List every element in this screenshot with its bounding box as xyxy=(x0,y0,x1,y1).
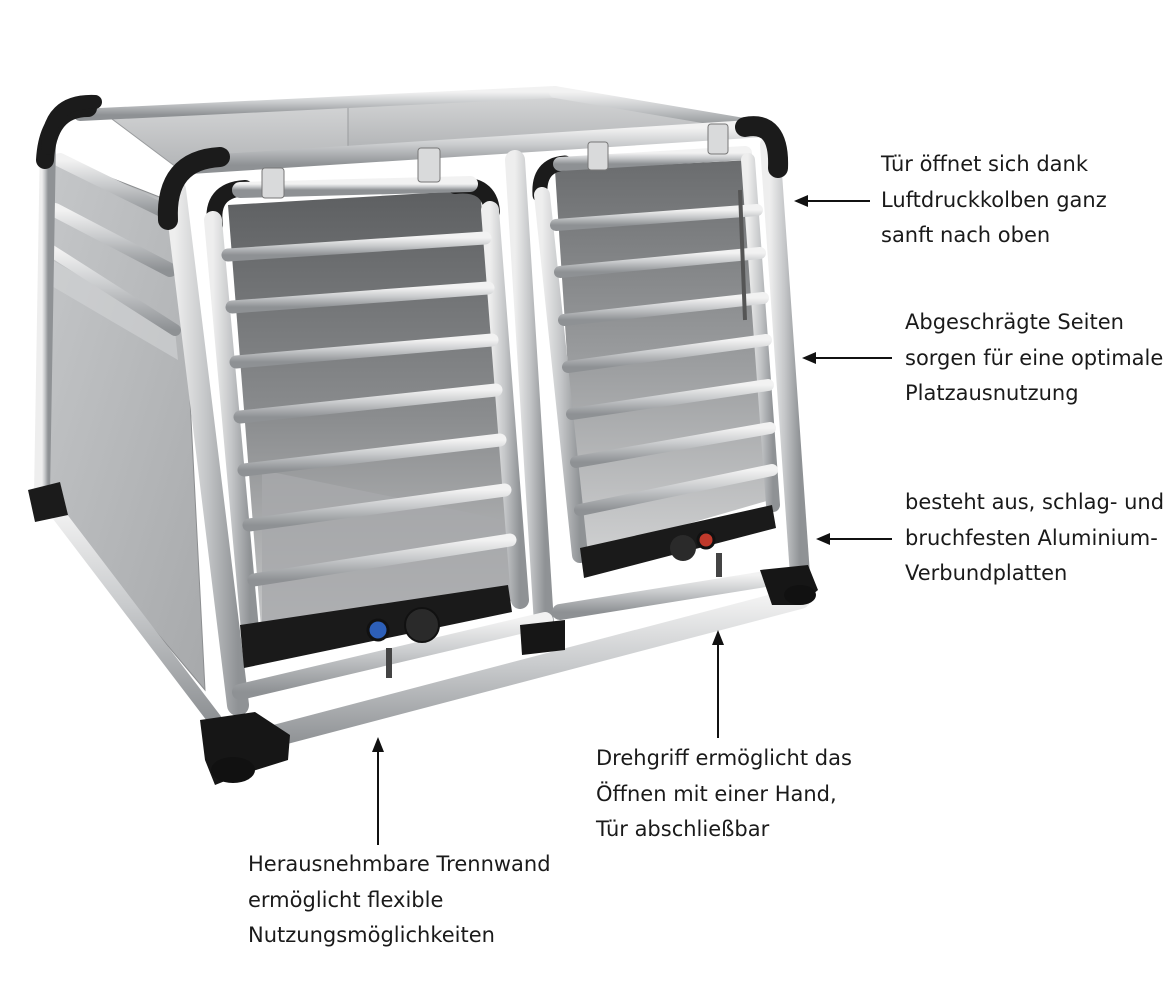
callout-line: Luftdruckkolben ganz xyxy=(881,187,1107,212)
callout-line: Abgeschrägte Seiten xyxy=(905,310,1124,334)
arrow-material xyxy=(816,533,892,545)
callout-handle: Drehgriff ermöglicht das Öffnen mit eine… xyxy=(596,741,852,848)
callout-line: Öffnen mit einer Hand, xyxy=(596,781,837,806)
callout-line: Verbundplatten xyxy=(905,561,1068,585)
callout-line: Tür öffnet sich dank xyxy=(881,152,1088,176)
crate-illustration xyxy=(28,86,818,785)
callout-line: Nutzungsmöglichkeiten xyxy=(248,923,495,947)
right-door xyxy=(532,123,780,578)
left-lock-icon xyxy=(366,618,390,642)
arrow-sides xyxy=(802,352,892,364)
callout-line: bruchfesten Aluminium- xyxy=(905,525,1158,550)
arrow-door-lift xyxy=(794,195,870,207)
callout-line: Drehgriff ermöglicht das xyxy=(596,746,852,770)
right-lock-icon xyxy=(696,530,716,550)
callout-sides: Abgeschrägte Seiten sorgen für eine opti… xyxy=(905,305,1163,412)
left-door xyxy=(204,147,529,678)
callout-line: sanft nach oben xyxy=(881,223,1051,247)
callout-line: sorgen für eine optimale xyxy=(905,345,1164,370)
callout-line: Herausnehmbare Trennwand xyxy=(248,852,551,876)
callout-line: Tür abschließbar xyxy=(596,817,770,841)
callout-door-lift: Tür öffnet sich dank Luftdruckkolben gan… xyxy=(881,147,1107,254)
arrow-handle xyxy=(712,630,724,738)
callout-line: ermöglicht flexible xyxy=(248,887,444,912)
callout-divider: Herausnehmbare Trennwand ermöglicht flex… xyxy=(248,847,551,954)
callout-arrows xyxy=(372,195,892,845)
callout-line: besteht aus, schlag- und xyxy=(905,490,1165,514)
callout-material: besteht aus, schlag- und bruchfesten Alu… xyxy=(905,485,1164,592)
callout-line: Platzausnutzung xyxy=(905,381,1079,405)
arrow-divider xyxy=(372,737,384,845)
